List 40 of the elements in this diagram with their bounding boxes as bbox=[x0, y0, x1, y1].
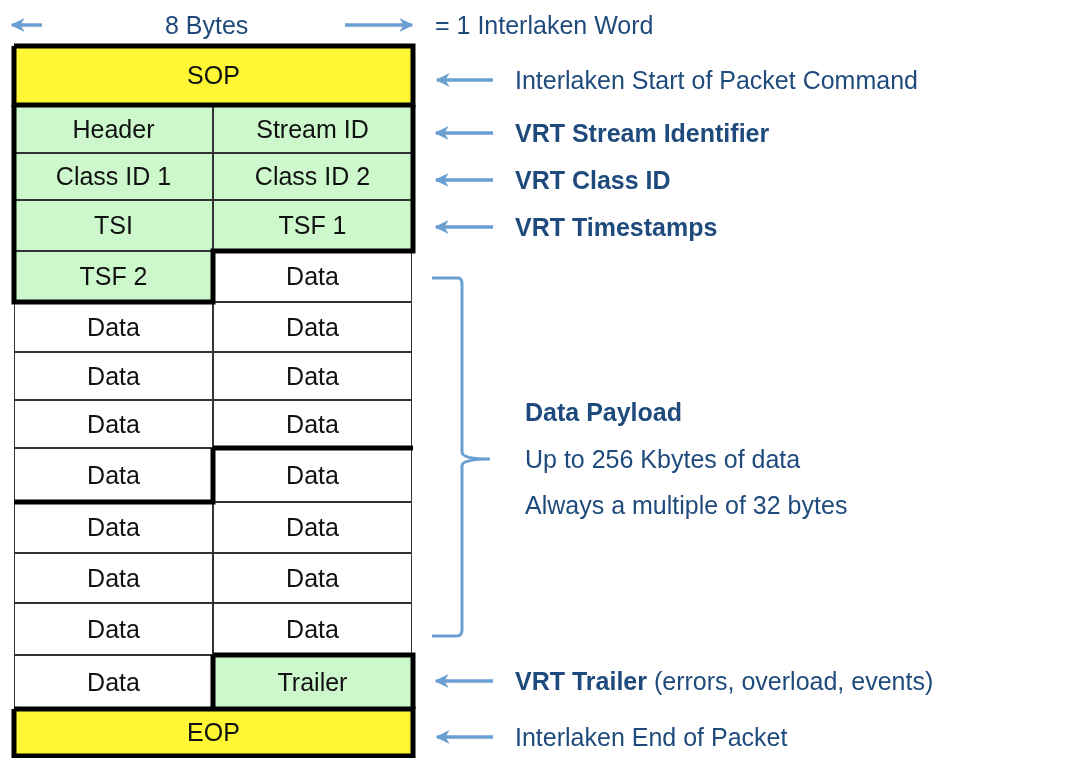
word-field: TSF 1 bbox=[213, 200, 412, 251]
word-field: Data bbox=[213, 603, 412, 655]
arrow bbox=[434, 220, 493, 234]
label-text: Up to 256 Kbytes of data bbox=[525, 444, 801, 474]
word-field: Header bbox=[14, 105, 213, 153]
word-field: Data bbox=[14, 553, 213, 603]
arrow bbox=[434, 674, 493, 688]
annotation-text: VRT Timestamps bbox=[515, 212, 718, 242]
annotation-text: VRT Class ID bbox=[515, 165, 671, 195]
label-text: Always a multiple of 32 bytes bbox=[525, 490, 848, 520]
word-field: Data bbox=[213, 400, 412, 448]
word-field: Data bbox=[14, 448, 213, 502]
annotation-text: VRT Trailer (errors, overload, events) bbox=[515, 666, 934, 696]
word-field: Data bbox=[213, 352, 412, 400]
word-field: Data bbox=[14, 603, 213, 655]
word-field: Data bbox=[213, 302, 412, 352]
word-field: Stream ID bbox=[213, 105, 412, 153]
arrow bbox=[435, 730, 493, 744]
word-field: Data bbox=[213, 251, 412, 302]
annotation-text: Interlaken End of Packet bbox=[515, 722, 788, 752]
word-field: Data bbox=[14, 502, 213, 553]
arrow bbox=[435, 73, 493, 87]
payload-heading: Data Payload bbox=[525, 397, 682, 427]
word-field: TSI bbox=[14, 200, 213, 251]
word-field: Data bbox=[14, 352, 213, 400]
word-field: TSF 2 bbox=[14, 251, 213, 302]
arrow bbox=[434, 126, 493, 140]
annotation-text: Interlaken Start of Packet Command bbox=[515, 65, 918, 95]
word-field: Data bbox=[213, 553, 412, 603]
word-field: Data bbox=[14, 655, 213, 709]
word-field: Data bbox=[14, 302, 213, 352]
word-field: Class ID 2 bbox=[213, 153, 412, 200]
word-field: Data bbox=[213, 448, 412, 502]
word-field: Class ID 1 bbox=[14, 153, 213, 200]
label-text: 8 Bytes bbox=[165, 10, 249, 40]
word-field: Data bbox=[14, 400, 213, 448]
label-text: = 1 Interlaken Word bbox=[435, 10, 654, 40]
word-field: Data bbox=[213, 502, 412, 553]
arrow bbox=[434, 173, 493, 187]
annotation-text: VRT Stream Identifier bbox=[515, 118, 770, 148]
